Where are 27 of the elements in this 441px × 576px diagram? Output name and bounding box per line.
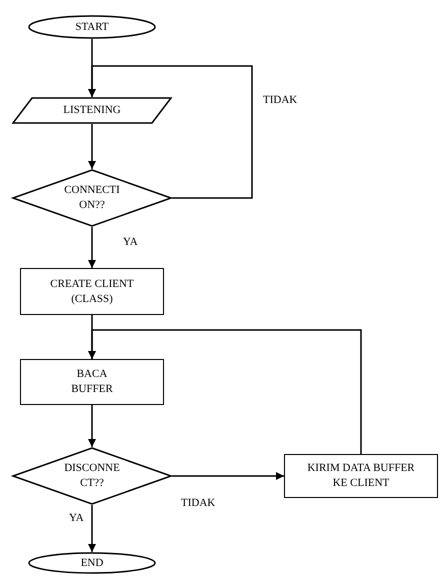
node-label: START	[75, 20, 109, 34]
node-label: END	[80, 556, 104, 570]
edge-label: TIDAK	[262, 94, 298, 106]
terminal-ellipse	[28, 552, 156, 574]
terminal-ellipse	[28, 15, 156, 39]
edge-label: TIDAK	[180, 497, 216, 509]
process-box	[20, 359, 164, 405]
decision-diamond	[12, 447, 172, 505]
arrow	[88, 65, 253, 199]
input-parallelogram	[12, 97, 172, 124]
node-label: LISTENING	[63, 103, 121, 118]
node-label: BACA BUFFER	[70, 367, 114, 397]
process-box	[284, 454, 438, 498]
node-label: DISCONNE CT??	[63, 461, 121, 491]
node-label: CREATE CLIENT (CLASS)	[49, 276, 135, 306]
arrow	[88, 505, 96, 552]
node-label: CONNECTI ON??	[63, 183, 121, 213]
arrow	[88, 124, 96, 169]
arrow	[88, 329, 362, 454]
edge-label: YA	[68, 512, 85, 524]
edge-label: YA	[122, 236, 139, 248]
node-label: KIRIM DATA BUFFER KE CLIENT	[306, 461, 416, 491]
arrow	[172, 472, 284, 480]
process-box	[20, 268, 164, 315]
arrow	[88, 227, 96, 268]
decision-diamond	[12, 169, 172, 227]
arrow	[88, 405, 96, 447]
